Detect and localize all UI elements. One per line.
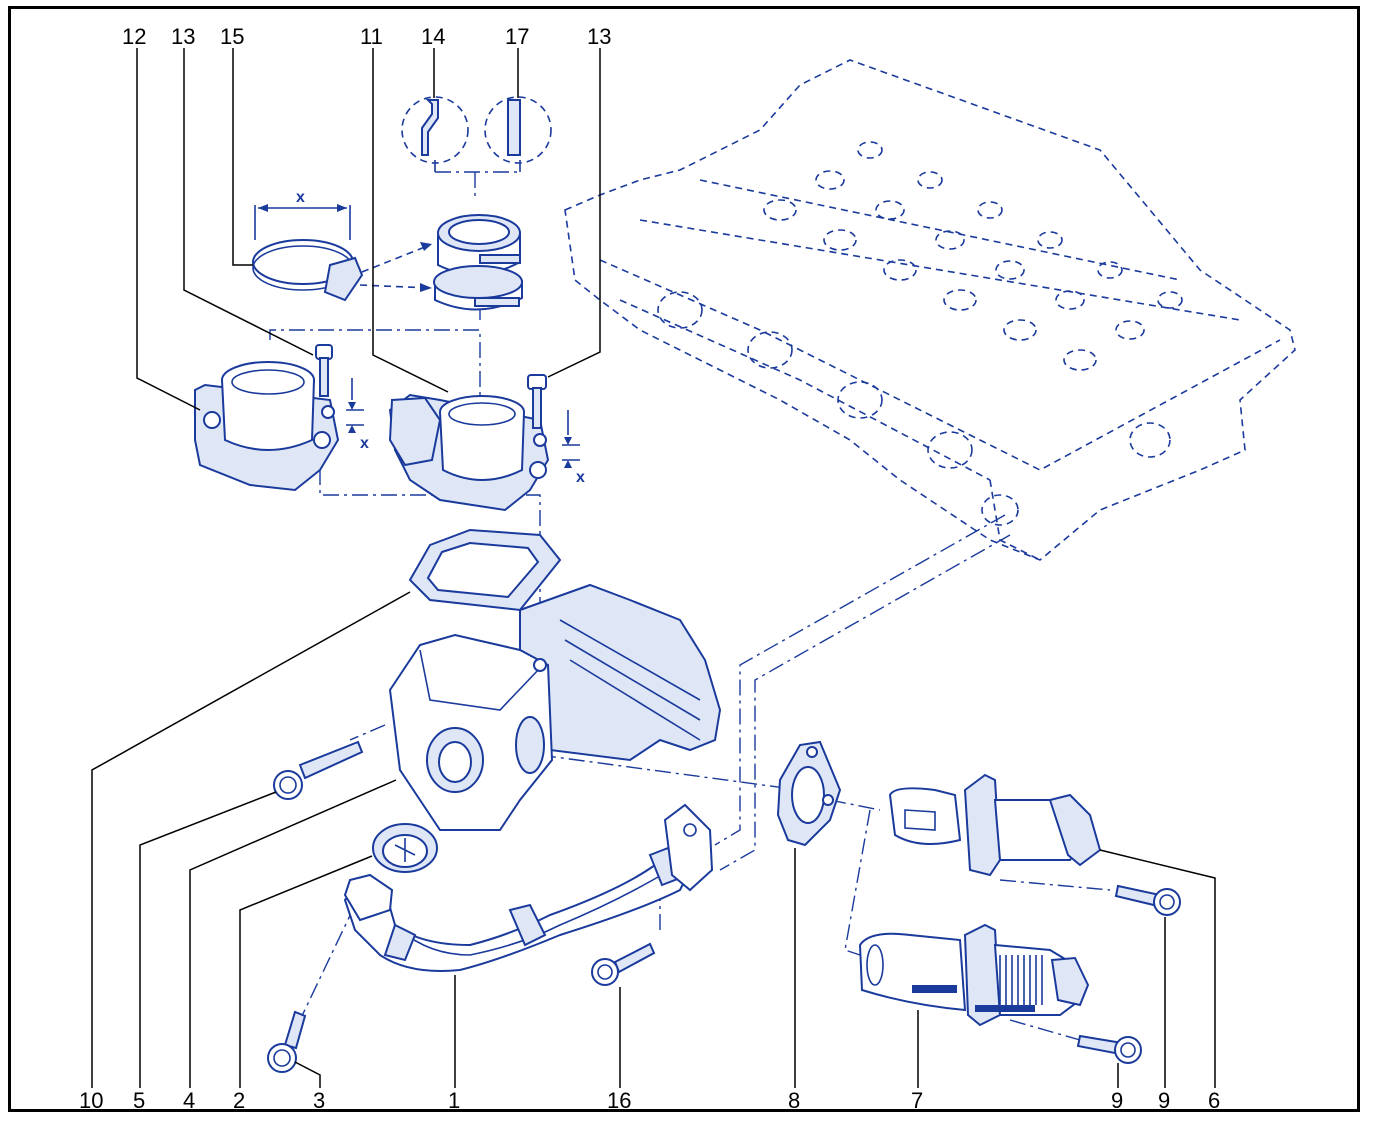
bolt-9-lower	[1076, 1034, 1142, 1064]
hose-sleeves	[433, 214, 523, 311]
callout-12: 12	[122, 24, 146, 49]
egr-valve-7	[858, 923, 1090, 1027]
callout-7: 7	[911, 1088, 923, 1113]
callouts-bottom: 10 5 4 2 3 1 16 8 7 9 9 6	[79, 1088, 1220, 1113]
dimension-x-label-right: x	[576, 469, 585, 486]
callout-15: 15	[220, 24, 244, 49]
callouts-top: 12 13 15 11 14 17 13	[122, 24, 611, 49]
bolt-5	[273, 740, 364, 800]
throttle-body-11	[388, 393, 550, 512]
callout-14: 14	[421, 24, 445, 49]
callout-6: 6	[1208, 1088, 1220, 1113]
egr-housing-4	[388, 583, 722, 831]
bolt-13-right	[527, 374, 580, 468]
callout-13-right: 13	[587, 24, 611, 49]
callout-2: 2	[233, 1088, 245, 1113]
sleeve-profile-details	[401, 96, 552, 164]
callout-13-left: 13	[171, 24, 195, 49]
hose-clamp	[252, 204, 432, 302]
dimension-x-label: x	[296, 189, 305, 206]
callout-16: 16	[607, 1088, 631, 1113]
leader-lines	[91, 48, 1216, 1088]
bolt-3	[267, 1010, 307, 1073]
egr-valve-6	[888, 773, 1102, 877]
gasket-10	[408, 528, 562, 612]
dimension-x-label-left: x	[360, 435, 369, 452]
throttle-body-12	[194, 361, 340, 492]
bolt-9-upper	[1114, 884, 1181, 916]
cylinder-head-outline	[564, 59, 1296, 561]
callout-8: 8	[788, 1088, 800, 1113]
callout-17: 17	[505, 24, 529, 49]
bolt-13-left	[315, 344, 364, 433]
callout-5: 5	[133, 1088, 145, 1113]
callout-10: 10	[79, 1088, 103, 1113]
callout-1: 1	[448, 1088, 460, 1113]
callout-4: 4	[183, 1088, 195, 1113]
gasket-8	[776, 740, 842, 847]
plug-2	[372, 823, 438, 873]
egr-pipe-1	[343, 803, 714, 972]
callout-11: 11	[360, 24, 383, 49]
callout-3: 3	[313, 1088, 325, 1113]
callout-9-lower: 9	[1111, 1088, 1123, 1113]
callout-9-upper: 9	[1158, 1088, 1170, 1113]
bolt-16	[591, 942, 656, 986]
